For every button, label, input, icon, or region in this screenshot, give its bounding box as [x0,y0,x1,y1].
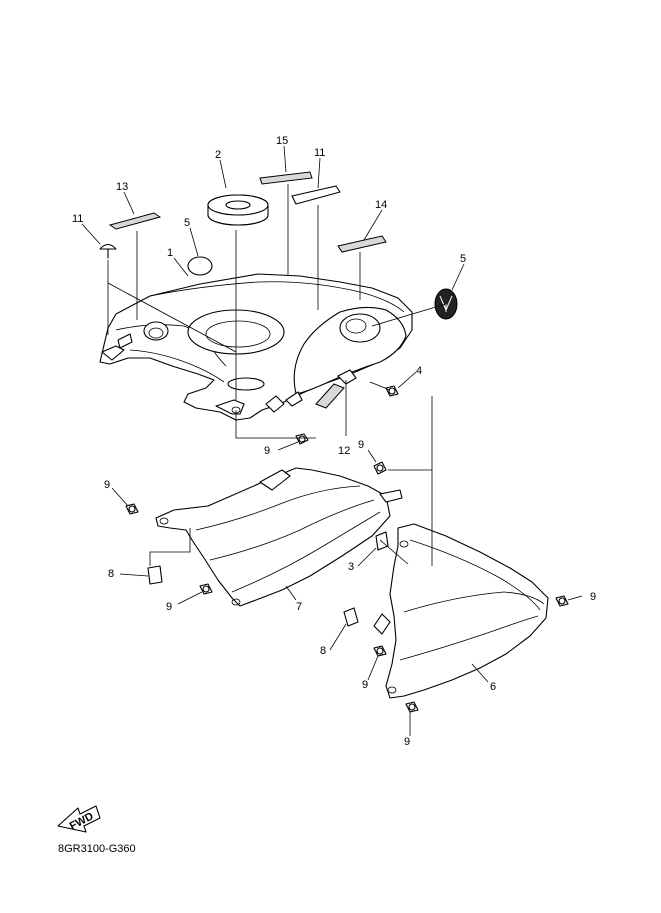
callout-10: 11 [72,213,83,225]
strip-part-15 [259,171,313,185]
callout-15: 15 [276,135,288,147]
callout-8-b: 8 [320,645,326,657]
callout-labels: 2 13 11 5 1 15 11 14 5 4 9 12 9 9 8 9 7 … [72,135,596,748]
side-cover-part-6 [373,523,549,699]
callout-2: 2 [215,149,221,161]
sheet-part-11 [291,185,341,205]
callout-9-a: 9 [264,445,270,457]
strip-part-14 [337,235,387,253]
clip-part-8-b [343,607,359,627]
tank-cover-part-1 [99,273,413,421]
bolt-part-9-c [125,503,139,515]
callout-9-d: 9 [166,601,172,613]
side-cover-part-7 [155,467,403,607]
fwd-arrow: FWD [57,805,101,833]
callout-8-a: 8 [108,568,114,580]
callout-9-b: 9 [358,439,364,451]
callout-3: 3 [348,561,354,573]
leader-lines [107,184,447,566]
bolt-part-9-a [295,433,309,445]
callout-5-right: 5 [460,253,466,265]
callout-13: 13 [116,181,128,193]
callout-4: 4 [416,365,422,377]
callout-7: 7 [296,601,302,613]
clip-part-8-a [147,565,163,585]
diagram-code: 8GR3100-G360 [58,843,136,855]
bolt-part-9-f [373,645,387,657]
bolt-part-9-b [373,461,387,475]
bolt-part-9-g [405,701,419,713]
callout-9-f: 9 [362,679,368,691]
callout-14: 14 [375,199,387,211]
bolt-part-9-d [199,583,213,595]
strip-part-13 [108,212,162,230]
callout-9-g: 9 [404,736,410,748]
callout-12: 12 [338,445,350,457]
bolt-part-9-e [555,595,569,607]
grommet-part-2 [207,194,269,226]
callout-leaders [81,145,583,736]
clip-part-3 [375,531,389,551]
rivet-part-10 [99,243,117,259]
emblem-part-5-left [187,256,213,276]
callout-9-e: 9 [590,591,596,603]
callout-11: 11 [314,147,325,159]
callout-5-left: 5 [184,217,190,229]
strip-part-12 [315,383,345,409]
callout-6: 6 [490,681,496,693]
callout-9-c: 9 [104,479,110,491]
callout-1: 1 [167,247,173,259]
bolt-part-4 [385,385,399,397]
